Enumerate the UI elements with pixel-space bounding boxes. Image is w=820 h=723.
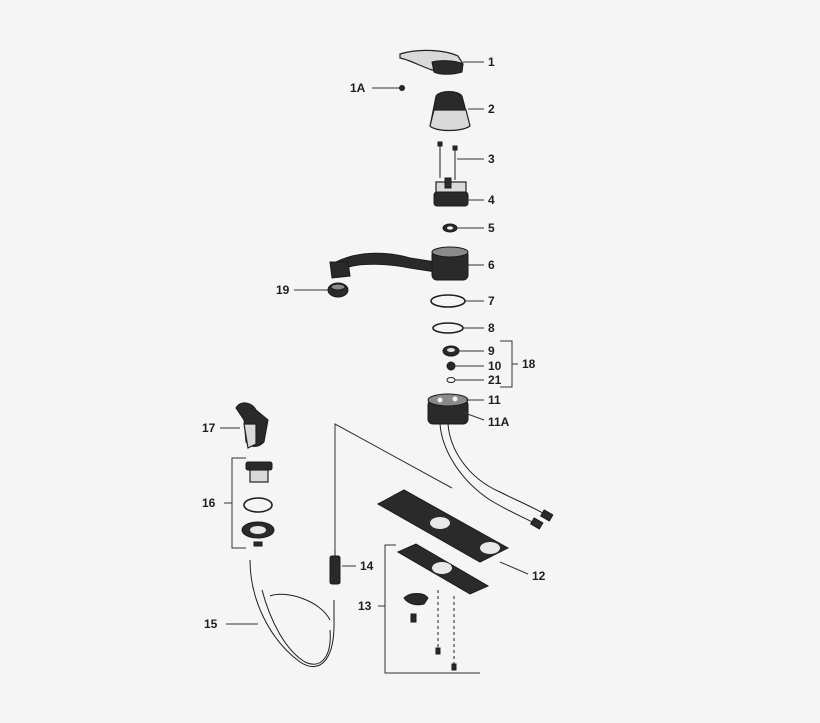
part-11-body [427,393,469,425]
part-2-cap [429,91,471,132]
callout-1: 1 [488,55,495,69]
part-19-aerator [327,282,349,298]
callout-16: 16 [202,496,216,510]
part-1-handle [399,49,464,75]
part-10-spring [446,361,456,371]
part-16-hose-guide [241,461,275,547]
part-8-o-ring [432,322,464,334]
part-4-cam-assembly [433,177,469,207]
callout-12: 12 [532,569,546,583]
callout-7: 7 [488,294,495,308]
callout-17: 17 [202,421,216,435]
part-11a-supply-tubes [439,423,554,530]
callout-10: 10 [488,359,502,373]
part-3-screws [437,141,458,180]
callout-15: 15 [204,617,218,631]
part-17-spray-head [235,402,269,449]
callout-11a: 11A [488,415,510,429]
part-1a-set-screw [399,85,405,91]
part-9-seat [442,345,460,357]
callout-14: 14 [360,559,374,573]
callout-4: 4 [488,193,495,207]
callout-3: 3 [488,152,495,166]
callout-8: 8 [488,321,495,335]
part-7-o-ring [430,294,466,308]
callout-11: 11 [488,393,501,407]
part-6-spout [329,246,469,281]
callout-1a: 1A [350,81,366,95]
part-5-ring [442,223,458,233]
part-15-hose [249,559,335,667]
callout-13: 13 [358,599,372,613]
callout-2: 2 [488,102,495,116]
callout-6: 6 [488,258,495,272]
callout-5: 5 [488,221,495,235]
part-12-escutcheon [376,489,510,563]
callout-9: 9 [488,344,495,358]
part-21-ring [446,377,456,383]
callout-21: 21 [488,373,502,387]
callout-19: 19 [276,283,290,297]
leader-lines [220,61,529,625]
callout-labels: 1 1A 2 3 4 5 6 7 8 9 10 21 18 11 11A 19 … [202,55,546,631]
callout-18: 18 [522,357,536,371]
guide-lines [224,340,518,674]
part-13-mounting-hardware [396,543,490,671]
